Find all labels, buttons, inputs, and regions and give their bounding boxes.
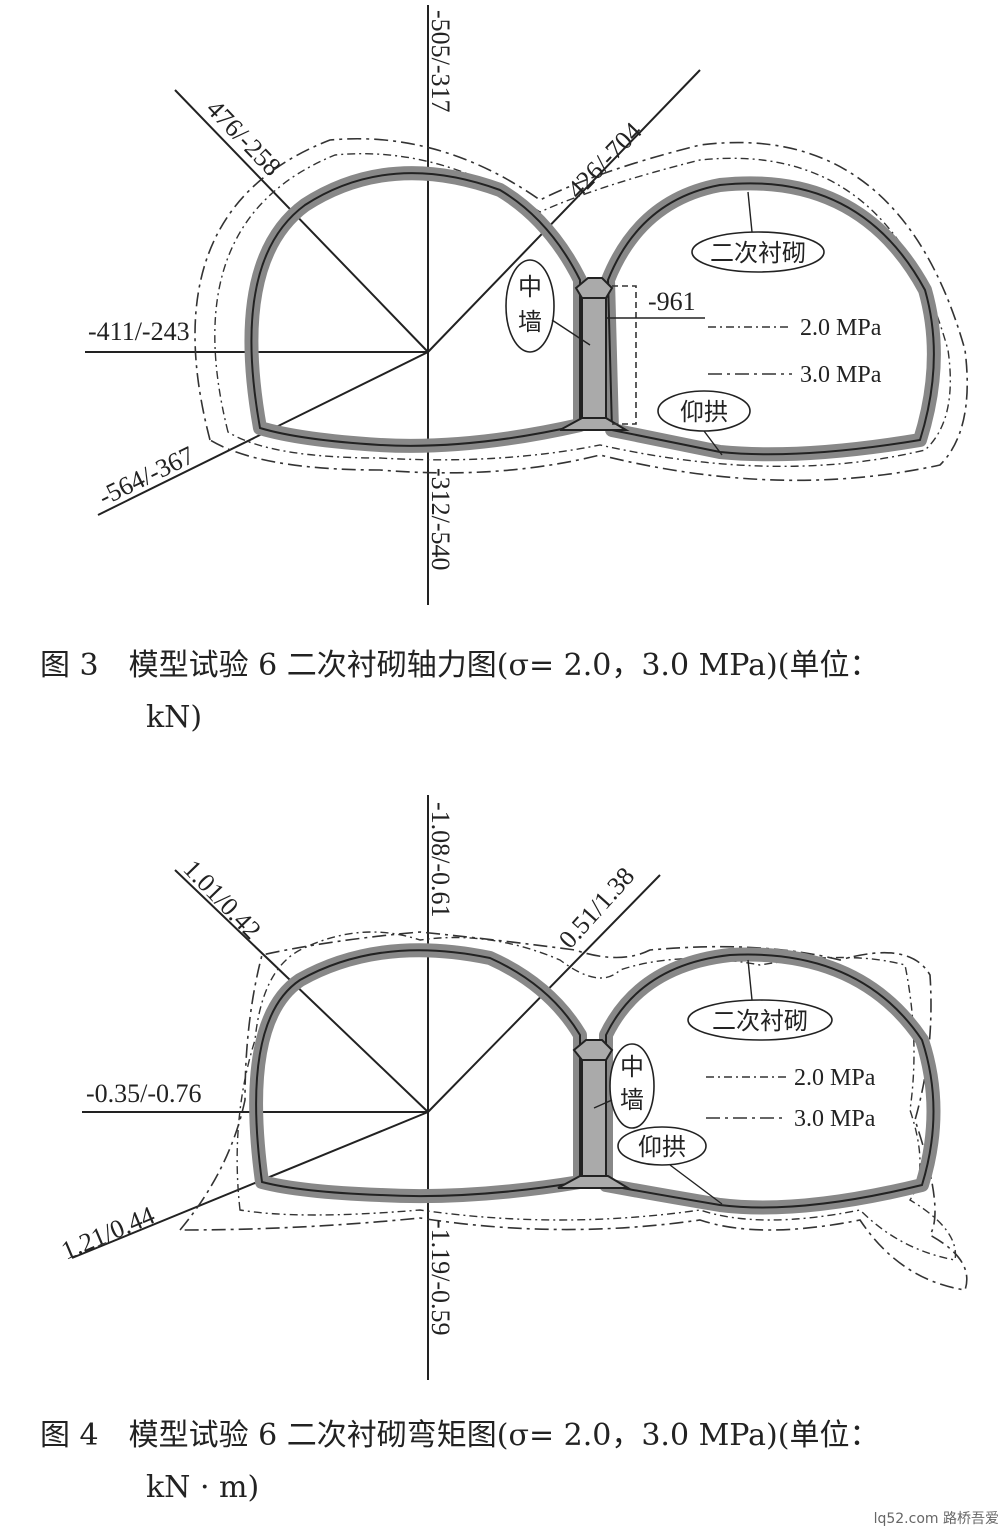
- fig4-label-left: -0.35/-0.76: [86, 1079, 202, 1108]
- fig4-moment-curve-3mpa: [178, 931, 968, 1291]
- fig4-lining-callout-bubble: [687, 999, 833, 1041]
- figure-4-caption-line1: 图 4 模型试验 6 二次衬砌弯矩图(σ= 2.0，3.0 MPa)(单位：: [40, 1418, 880, 1453]
- fig3-label-top: -505/-317: [426, 10, 455, 113]
- fig4-right-tunnel-lining: [599, 947, 941, 1215]
- fig3-legend-label-3mpa: 3.0 MPa: [800, 362, 882, 388]
- fig3-middle-wall-cap: [574, 277, 614, 299]
- watermark: lq52.com 路桥吾爱: [873, 1511, 999, 1527]
- fig3-wall-force-bracket: [612, 285, 637, 425]
- figure-3-axial-force-diagram: 2.0 MPa 3.0 MPa 二次衬砌 中 墙 仰拱 -505/-317 -3…: [0, 0, 1007, 620]
- fig4-middle-wall: [581, 1057, 607, 1181]
- fig4-lower-left-ray: [71, 1111, 429, 1259]
- figure-3-caption-line2: kN): [146, 700, 203, 735]
- fig4-middle-wall-cap: [572, 1039, 614, 1061]
- fig3-wall-callout-bubble: [505, 259, 555, 353]
- figure-3-caption: 图 3 模型试验 6 二次衬砌轴力图(σ= 2.0，3.0 MPa)(单位： k…: [40, 640, 990, 744]
- fig4-lining-callout-leader: [747, 959, 753, 1001]
- fig3-invert-callout-text: 仰拱: [680, 398, 728, 426]
- fig4-invert-callout-bubble: [617, 1126, 707, 1166]
- fig3-upper-left-ray: [174, 89, 429, 353]
- fig3-lining-callout-bubble: [691, 231, 825, 273]
- fig3-wall-callout-text-1: 中: [518, 273, 542, 301]
- fig3-label-mid-wall: -961: [648, 287, 696, 316]
- fig4-left-tunnel-lining: [249, 943, 587, 1204]
- figure-4-bending-moment-diagram: 2.0 MPa 3.0 MPa 二次衬砌 中 墙 仰拱 -1.08/-0.61 …: [0, 790, 1007, 1400]
- figure-3-svg: 2.0 MPa 3.0 MPa 二次衬砌 中 墙 仰拱 -505/-317 -3…: [85, 5, 968, 605]
- fig4-label-upper-left: 1.01/0.42: [178, 854, 267, 945]
- fig4-legend-label-2mpa: 2.0 MPa: [794, 1065, 876, 1091]
- fig3-label-lower-left: -564/-367: [94, 440, 199, 511]
- fig4-wall-callout-text-1: 中: [620, 1053, 644, 1081]
- fig3-wall-callout-text-2: 墙: [518, 308, 542, 336]
- figure-4-caption-line2: kN · m): [146, 1470, 260, 1505]
- fig3-upper-right-ray: [427, 69, 701, 353]
- fig3-middle-wall-base: [559, 417, 630, 431]
- fig3-wall-callout-leader: [551, 319, 591, 346]
- fig4-label-bottom: -1.19/-0.59: [426, 1220, 455, 1336]
- fig4-wall-callout-bubble: [609, 1043, 655, 1129]
- fig3-left-tunnel-outline: [250, 172, 581, 447]
- fig4-label-top: -1.08/-0.61: [426, 802, 455, 918]
- fig3-invert-callout-leader: [703, 430, 723, 456]
- fig4-invert-callout-leader: [669, 1164, 723, 1205]
- figure-4-caption: 图 4 模型试验 6 二次衬砌弯矩图(σ= 2.0，3.0 MPa)(单位： k…: [40, 1410, 990, 1514]
- fig3-label-bottom: -312/-540: [426, 468, 455, 571]
- fig4-upper-left-ray: [174, 869, 429, 1113]
- fig3-middle-wall: [581, 295, 607, 425]
- fig3-lining-callout-leader: [747, 191, 753, 233]
- fig4-wall-callout-text-2: 墙: [620, 1086, 644, 1114]
- fig4-label-lower-left: 1.21/0.44: [57, 1200, 159, 1265]
- fig4-left-tunnel-outline: [255, 949, 581, 1198]
- figure-3-caption-line1: 图 3 模型试验 6 二次衬砌轴力图(σ= 2.0，3.0 MPa)(单位：: [40, 648, 880, 683]
- fig3-legend-label-2mpa: 2.0 MPa: [800, 315, 882, 341]
- fig3-label-upper-left: 476/-258: [201, 94, 287, 182]
- fig4-moment-curve-2mpa: [236, 931, 957, 1261]
- fig4-legend-label-3mpa: 3.0 MPa: [794, 1106, 876, 1132]
- fig3-label-upper-right: 426/-704: [561, 116, 647, 204]
- figure-4-svg: 2.0 MPa 3.0 MPa 二次衬砌 中 墙 仰拱 -1.08/-0.61 …: [57, 795, 968, 1380]
- fig3-lining-callout-text: 二次衬砌: [710, 239, 806, 267]
- fig4-lining-callout-text: 二次衬砌: [712, 1007, 808, 1035]
- fig3-label-left: -411/-243: [88, 317, 190, 346]
- fig4-wall-callout-leader: [593, 1099, 613, 1109]
- fig4-invert-callout-text: 仰拱: [638, 1133, 686, 1161]
- fig4-middle-wall-base: [557, 1175, 632, 1189]
- fig3-envelope-3mpa: [194, 137, 968, 482]
- fig4-right-tunnel-outline: [605, 953, 935, 1209]
